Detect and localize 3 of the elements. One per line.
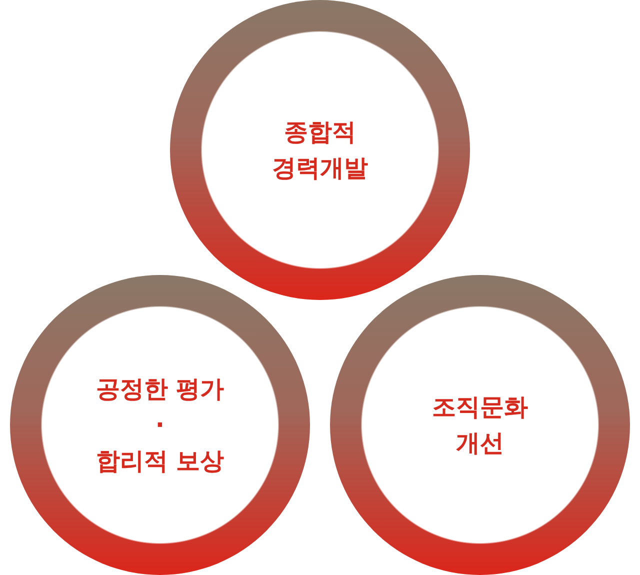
circle-label: 공정한 평가 · 합리적 보상 xyxy=(96,374,224,477)
circle-label: 종합적 경력개발 xyxy=(272,117,368,184)
circle-label: 조직문화 개선 xyxy=(432,392,528,459)
